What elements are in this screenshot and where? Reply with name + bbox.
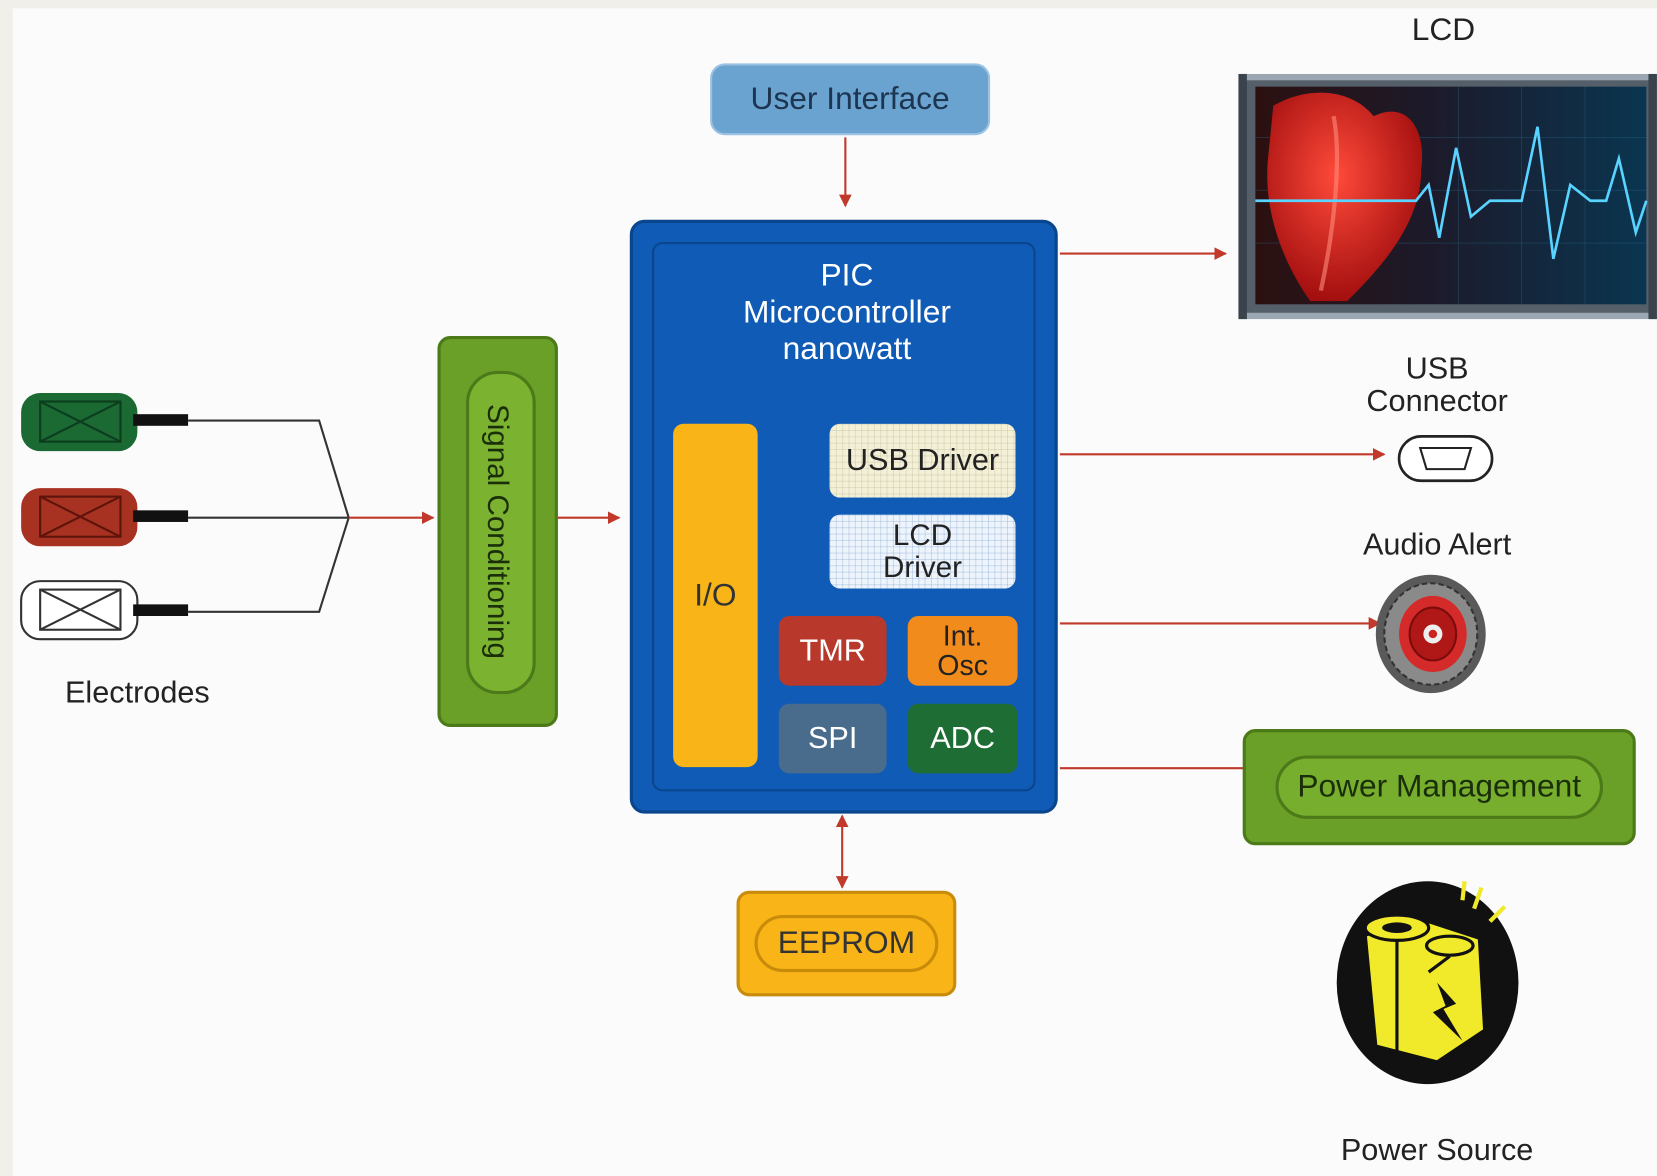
lcd-driver-block: LCD Driver — [829, 514, 1016, 589]
int-osc-block: Int. Osc — [907, 615, 1018, 686]
audio-alert-label: Audio Alert — [1362, 528, 1512, 563]
usb-driver-label: USB Driver — [845, 443, 1000, 478]
adc-label: ADC — [930, 721, 995, 755]
tmr-label: TMR — [799, 633, 866, 668]
tmr-block: TMR — [778, 615, 887, 686]
electrode-wires — [188, 419, 350, 613]
electrodes-label: Electrodes — [64, 676, 210, 711]
spi-block: SPI — [778, 703, 887, 774]
speaker-icon — [1375, 574, 1486, 694]
electrode-green — [21, 393, 189, 452]
electrode-red — [21, 488, 189, 547]
power-management-block: Power Management — [1242, 729, 1636, 846]
usb-connector-label: USB Connector — [1366, 351, 1508, 419]
pic-microcontroller-block: PIC Microcontroller nanowatt I/O USB Dri… — [629, 219, 1058, 814]
signal-conditioning-label: Signal Conditioning — [481, 404, 515, 659]
signal-conditioning-block: Signal Conditioning — [437, 335, 558, 727]
battery-icon — [1336, 880, 1519, 1085]
electrode-white — [20, 580, 189, 641]
power-management-label: Power Management — [1297, 769, 1582, 805]
io-block: I/O — [673, 423, 758, 768]
usb-driver-block: USB Driver — [829, 423, 1016, 498]
mcu-title: PIC Microcontroller nanowatt — [743, 257, 951, 367]
usb-connector-icon — [1397, 435, 1494, 483]
eeprom-label: EEPROM — [777, 925, 916, 961]
adc-block: ADC — [907, 703, 1018, 774]
spi-label: SPI — [807, 721, 858, 755]
power-source-label: Power Source — [1340, 1133, 1534, 1168]
lcd-screen-icon — [1238, 73, 1657, 320]
io-label: I/O — [694, 577, 737, 613]
lcd-driver-label: LCD Driver — [883, 518, 962, 584]
user-interface-block: User Interface — [710, 63, 991, 136]
int-osc-label: Int. Osc — [937, 620, 989, 682]
eeprom-block: EEPROM — [736, 890, 957, 997]
lcd-label: LCD — [1411, 12, 1476, 48]
user-interface-label: User Interface — [750, 81, 950, 117]
